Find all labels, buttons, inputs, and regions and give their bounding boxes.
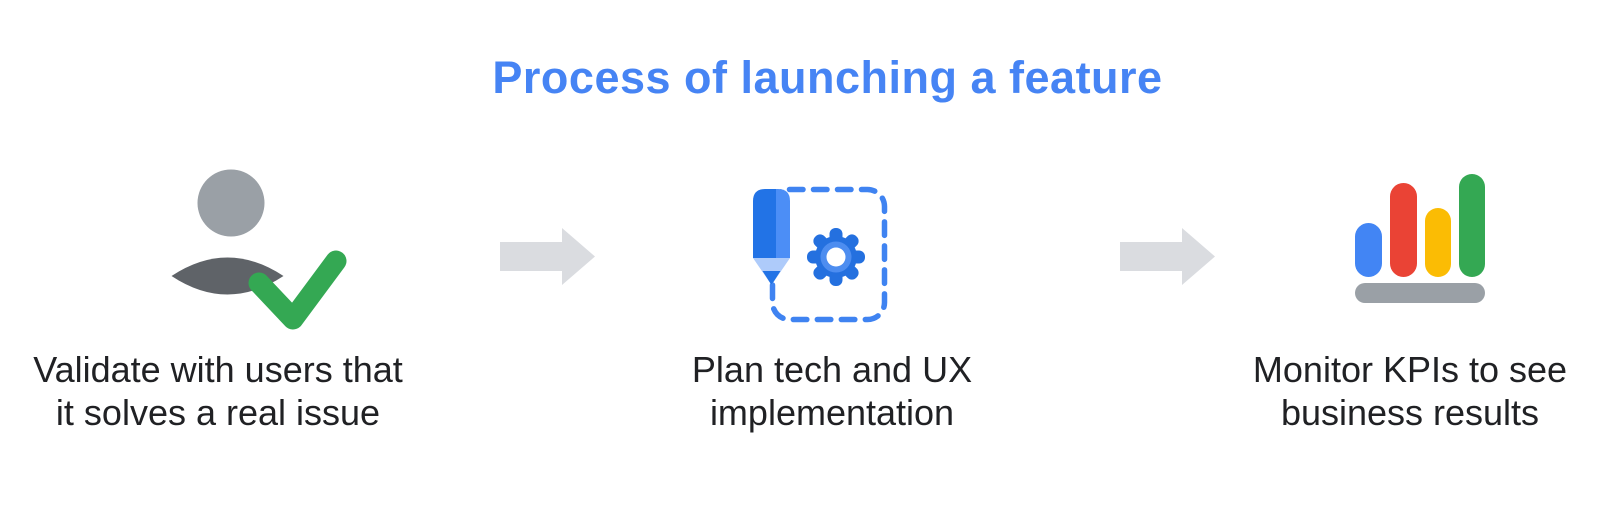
step-label-line: Monitor KPIs to see	[1252, 349, 1568, 390]
bar-yellow	[1425, 208, 1451, 277]
step-label-line: business results	[1280, 392, 1540, 433]
bar-green	[1459, 174, 1485, 277]
bar-chart-svg	[1355, 174, 1485, 303]
kpi-bar-chart-icon	[1330, 150, 1490, 310]
step-label-line: Plan tech and UX	[691, 349, 973, 390]
right-arrow-shape	[500, 228, 595, 285]
right-arrow-icon	[500, 228, 595, 285]
pencil-gear-svg	[753, 186, 888, 323]
pencil-tip	[762, 271, 781, 285]
right-arrow-svg	[500, 228, 595, 285]
step-label-line: Validate with users that	[33, 349, 403, 390]
step-label-line: it solves a real issue	[55, 392, 381, 433]
step-label-line: implementation	[709, 392, 955, 433]
right-arrow-shape	[1120, 228, 1215, 285]
right-arrow-icon	[1120, 228, 1215, 285]
bar-red	[1390, 183, 1417, 277]
user-check-svg	[171, 169, 347, 330]
dashed-box	[769, 186, 888, 323]
check-mark-icon	[248, 250, 347, 330]
gear-center-hole	[826, 247, 846, 267]
step-3-label: Monitor KPIs to see business results	[1210, 348, 1600, 434]
chart-base-bar	[1355, 283, 1485, 303]
pencil-gear-plan-icon	[740, 175, 900, 335]
step-2-label: Plan tech and UX implementation	[632, 348, 1032, 434]
bar-blue	[1355, 223, 1382, 277]
user-check-icon	[150, 140, 370, 350]
right-arrow-svg	[1120, 228, 1215, 285]
step-1-label: Validate with users that it solves a rea…	[10, 348, 426, 434]
pencil-body	[753, 189, 790, 258]
diagram-title: Process of launching a feature	[492, 52, 1163, 103]
pencil-icon	[753, 189, 790, 285]
user-head-shape	[197, 169, 265, 237]
